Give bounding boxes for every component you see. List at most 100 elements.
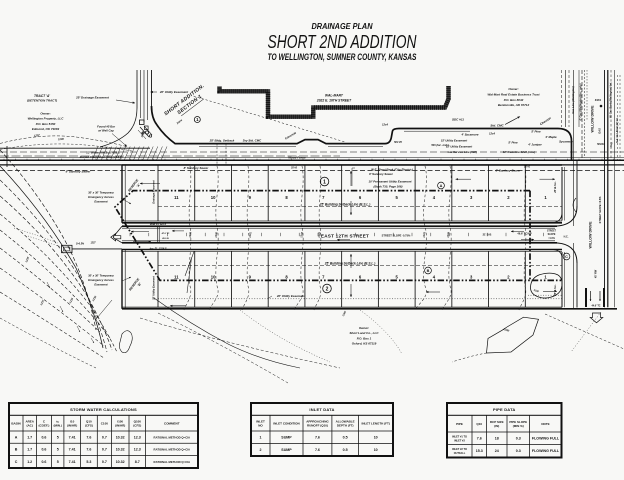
svg-text:Drainage Easement: Drainage Easement xyxy=(152,180,155,203)
svg-text:INLET DATA: INLET DATA xyxy=(309,407,334,412)
svg-text:2: 2 xyxy=(326,287,329,293)
svg-text:3: 3 xyxy=(470,195,473,200)
svg-text:(IN): (IN) xyxy=(494,424,499,428)
svg-text:7.6: 7.6 xyxy=(315,448,320,452)
svg-text:12x4: 12x4 xyxy=(382,122,388,126)
svg-text:8: 8 xyxy=(285,274,288,279)
svg-text:12.3: 12.3 xyxy=(134,448,141,452)
svg-text:0.6: 0.6 xyxy=(41,435,46,439)
svg-text:11: 11 xyxy=(174,274,179,279)
svg-text:RUNOFF (Q10): RUNOFF (Q10) xyxy=(307,423,328,427)
svg-text:C: C xyxy=(15,460,18,464)
svg-text:0.7: 0.7 xyxy=(102,448,107,452)
svg-text:WILLOW DRIVE: WILLOW DRIVE xyxy=(589,221,593,249)
svg-text:8' Sanitary Sewer: 8' Sanitary Sewer xyxy=(369,172,394,176)
svg-text:9: 9 xyxy=(249,274,252,279)
svg-text:1237: 1237 xyxy=(34,133,41,138)
svg-text:SLOPE: SLOPE xyxy=(548,234,556,236)
svg-text:2: 2 xyxy=(507,195,510,200)
svg-text:1238: 1238 xyxy=(24,256,30,263)
svg-text:12x4: 12x4 xyxy=(489,131,495,135)
svg-text:(DETENTION TRACT): (DETENTION TRACT) xyxy=(27,99,57,103)
svg-text:8' Sanitary Sewer: 8' Sanitary Sewer xyxy=(66,170,92,174)
svg-text:Inlet #1 322.5: Inlet #1 322.5 xyxy=(150,222,167,226)
svg-text:PIPE SLOPE: PIPE SLOPE xyxy=(509,420,527,424)
svg-text:10: 10 xyxy=(211,195,216,200)
svg-text:7: 7 xyxy=(322,195,325,200)
svg-text:47.0 TC: 47.0 TC xyxy=(162,232,170,235)
svg-text:1241: 1241 xyxy=(248,231,253,238)
svg-text:1237: 1237 xyxy=(90,242,96,244)
svg-text:C: C xyxy=(565,255,568,259)
svg-text:W. Gas Bank (Wellington) Int.: W. Gas Bank (Wellington) Int. xyxy=(609,82,613,118)
svg-text:Concrete: Concrete xyxy=(284,131,297,141)
svg-text:8.7: 8.7 xyxy=(135,460,140,464)
svg-text:(CFS): (CFS) xyxy=(133,423,141,427)
svg-text:1240: 1240 xyxy=(503,327,510,333)
svg-text:Gas Service Line (#22): Gas Service Line (#22) xyxy=(447,150,477,154)
svg-text:Wood Fence: Wood Fence xyxy=(288,156,306,160)
svg-text:7.41: 7.41 xyxy=(69,460,76,464)
svg-text:50# #5: 50# #5 xyxy=(394,141,402,144)
svg-text:Found #5 Bar: Found #5 Bar xyxy=(97,124,116,128)
svg-text:8' Sanitary Sewer: 8' Sanitary Sewer xyxy=(496,169,522,173)
svg-text:1: 1 xyxy=(196,117,199,122)
svg-text:1243: 1243 xyxy=(422,231,427,238)
svg-text:10: 10 xyxy=(374,435,378,439)
svg-text:tc: tc xyxy=(56,419,59,423)
svg-text:P.O. Box 8042: P.O. Box 8042 xyxy=(504,98,524,102)
svg-text:0.7: 0.7 xyxy=(102,460,107,464)
svg-text:20' Utility Easement: 20' Utility Easement xyxy=(152,276,155,301)
svg-text:9: 9 xyxy=(249,195,252,200)
svg-text:7.6: 7.6 xyxy=(86,435,91,439)
svg-text:(AC): (AC) xyxy=(27,423,33,427)
svg-text:18: 18 xyxy=(495,436,499,440)
svg-text:C100: C100 xyxy=(101,421,109,425)
svg-text:5: 5 xyxy=(396,274,399,279)
svg-text:P.O. Box 1: P.O. Box 1 xyxy=(357,336,372,340)
svg-text:(CFS): (CFS) xyxy=(85,423,93,427)
svg-text:TRACT 'A': TRACT 'A' xyxy=(34,94,50,98)
svg-text:INLET LENGTH (FT): INLET LENGTH (FT) xyxy=(362,421,390,425)
svg-text:30' x 30' Temporary: 30' x 30' Temporary xyxy=(88,191,114,195)
svg-text:5' Pine: 5' Pine xyxy=(531,130,541,134)
svg-text:(Book 730, Page 166): (Book 730, Page 166) xyxy=(374,184,403,188)
svg-text:(IN/HR): (IN/HR) xyxy=(115,423,125,427)
svg-text:Owner:: Owner: xyxy=(40,112,50,116)
svg-text:I100: I100 xyxy=(117,419,123,423)
svg-text:S=0.5%: S=0.5% xyxy=(76,243,84,245)
svg-text:7: 7 xyxy=(322,274,325,279)
svg-text:Std. CMC: Std. CMC xyxy=(490,124,504,128)
svg-text:Zone: Zone xyxy=(175,118,184,126)
svg-text:4: 4 xyxy=(433,274,436,279)
svg-text:1235: 1235 xyxy=(68,297,75,304)
svg-text:25' Building Setback Line (B.S: 25' Building Setback Line (B.S.L.) xyxy=(319,202,371,206)
svg-text:OUTFALL: OUTFALL xyxy=(454,452,466,455)
svg-text:Inv. El. 1236.5: Inv. El. 1236.5 xyxy=(150,246,167,250)
svg-text:CMP: CMP xyxy=(342,310,347,317)
svg-text:(MIN %): (MIN %) xyxy=(513,424,524,428)
svg-text:PIPE: PIPE xyxy=(456,422,463,426)
svg-text:Sycamore: Sycamore xyxy=(559,140,573,144)
svg-text:25' Building Setback Line (B.S: 25' Building Setback Line (B.S.L.) xyxy=(324,262,376,266)
svg-text:Owner:: Owner: xyxy=(359,326,369,330)
svg-text:6: 6 xyxy=(359,195,362,200)
svg-text:SHORT 2ND ADDITION: SHORT 2ND ADDITION xyxy=(268,31,417,52)
svg-text:30' x 30' Temporary: 30' x 30' Temporary xyxy=(88,274,114,278)
svg-text:Bentonville, AR 72712: Bentonville, AR 72712 xyxy=(498,103,530,107)
svg-text:8' Sanitary Sewer: 8' Sanitary Sewer xyxy=(184,166,210,170)
svg-text:BASIN: BASIN xyxy=(11,421,20,425)
svg-text:DRAINAGE PLAN: DRAINAGE PLAN xyxy=(312,21,374,31)
svg-text:STREET SLOPE -0.75%: STREET SLOPE -0.75% xyxy=(382,233,411,237)
svg-text:12.3: 12.3 xyxy=(134,435,141,439)
svg-text:5: 5 xyxy=(57,448,59,452)
svg-text:45' RW: 45' RW xyxy=(595,269,598,279)
svg-text:C: C xyxy=(43,419,46,423)
svg-text:STREET: STREET xyxy=(547,231,557,233)
svg-text:Emergency Access: Emergency Access xyxy=(88,278,114,282)
svg-text:15.3: 15.3 xyxy=(476,449,483,453)
svg-text:1: 1 xyxy=(544,195,547,200)
svg-text:0.5: 0.5 xyxy=(343,435,348,439)
svg-text:10' Permanent Utility Easement: 10' Permanent Utility Easement xyxy=(369,179,413,183)
svg-text:Q100: Q100 xyxy=(134,419,142,423)
